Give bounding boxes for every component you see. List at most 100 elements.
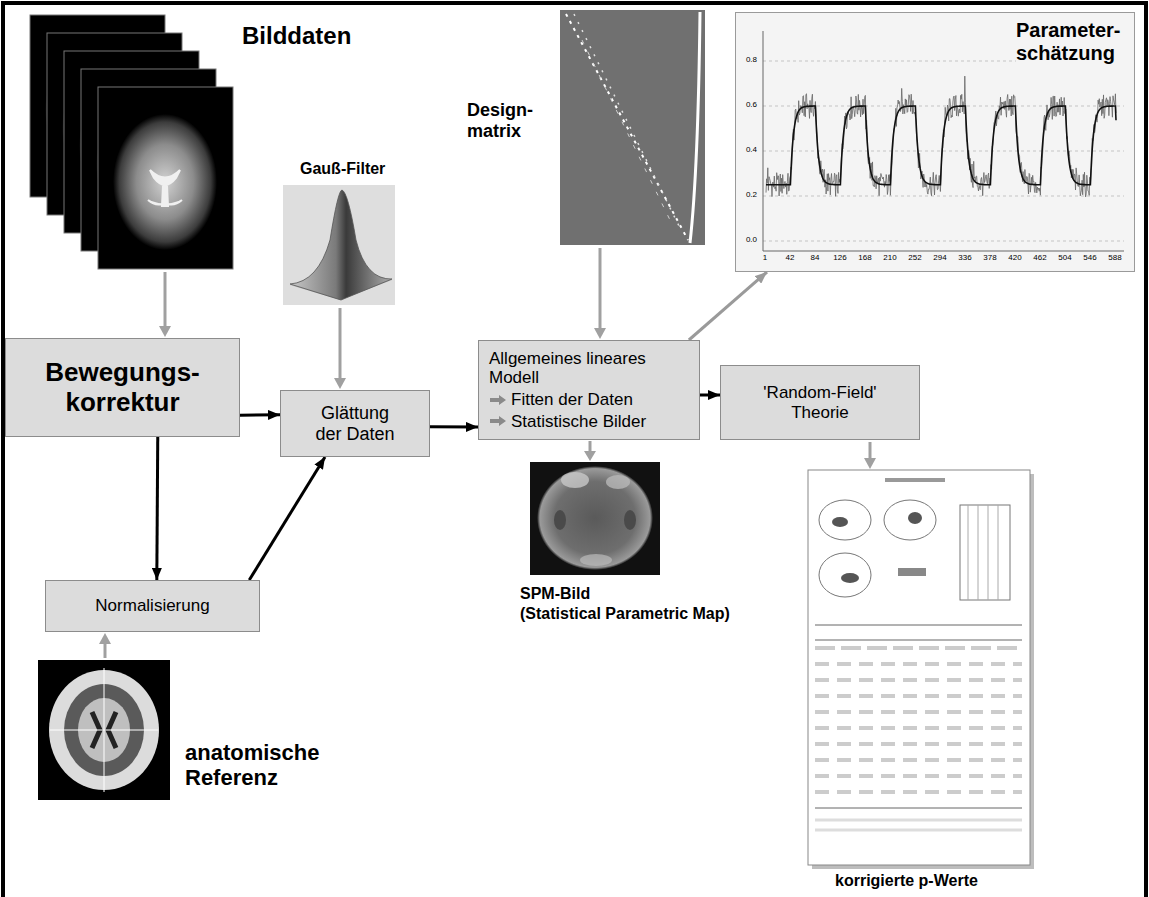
result-document-part xyxy=(815,646,1022,650)
gauss-filter-image-part xyxy=(290,190,392,300)
gray-arrow-part xyxy=(864,458,876,469)
result-document-part xyxy=(832,517,848,527)
image-stack xyxy=(30,15,233,269)
spm-image xyxy=(530,462,660,575)
flow-arrow xyxy=(249,457,325,580)
process-box: Normalisierung xyxy=(45,580,260,632)
flow-arrow xyxy=(689,272,767,340)
result-document-part xyxy=(815,625,1022,626)
result-document-part xyxy=(998,505,999,600)
axis-tick-label: 378 xyxy=(978,253,1002,262)
gray-arrow-part xyxy=(869,442,872,458)
flow-arrow xyxy=(155,437,159,580)
frame xyxy=(3,3,1146,897)
data-line xyxy=(766,76,1116,197)
image-caption: SPM-Bild xyxy=(520,585,590,603)
gray-arrow-part xyxy=(164,272,167,326)
bullet-row: Statistische Bilder xyxy=(489,412,646,432)
gray-arrow-part xyxy=(339,308,342,378)
arrow-bullet-shape xyxy=(490,395,506,405)
grid-line xyxy=(763,241,1124,242)
chart-panel: Parameter- schätzung xyxy=(735,12,1135,272)
axis-tick-label: 42 xyxy=(778,253,802,262)
image-caption: (Statistical Parametric Map) xyxy=(520,605,730,623)
result-document-part xyxy=(815,808,1022,809)
axis-line xyxy=(763,251,1124,252)
spm-image-part xyxy=(530,462,660,575)
result-document-part xyxy=(815,819,1022,822)
image-caption: Design- matrix xyxy=(467,100,547,141)
axis-tick-label: 1 xyxy=(753,253,777,262)
result-document-part xyxy=(815,758,1022,762)
grid-line xyxy=(763,106,1124,107)
gray-arrow xyxy=(99,633,111,658)
gray-arrow-part xyxy=(584,451,596,461)
process-box: Glättung der Daten xyxy=(280,390,430,457)
box-label: Bewegungs- korrektur xyxy=(16,358,229,418)
spm-image-part xyxy=(580,554,612,566)
spm-image-part xyxy=(561,472,589,488)
result-document-part xyxy=(841,573,859,583)
result-document-part xyxy=(819,500,871,540)
result-document-part xyxy=(815,726,1022,730)
design-matrix-image-part xyxy=(582,40,670,220)
spm-image-part xyxy=(554,510,566,530)
gauss-filter-image-part xyxy=(283,185,395,305)
gray-arrow xyxy=(159,272,171,337)
box-label: Normalisierung xyxy=(95,596,209,616)
process-box: Bewegungs- korrektur xyxy=(5,338,240,437)
design-matrix-image-part xyxy=(574,14,680,228)
result-document-part xyxy=(908,512,922,524)
grid-line xyxy=(763,196,1124,197)
axis-tick-label: 0.0 xyxy=(735,235,757,244)
result-document-part xyxy=(898,568,926,576)
result-document-part xyxy=(815,710,1022,714)
axis-tick-label: 546 xyxy=(1078,253,1102,262)
result-document-part xyxy=(884,500,936,540)
fit-line xyxy=(766,106,1116,185)
axis-tick-label: 0.6 xyxy=(735,100,757,109)
result-document-part xyxy=(815,774,1022,778)
image-caption: Bilddaten xyxy=(242,22,351,50)
axis-tick-label: 336 xyxy=(953,253,977,262)
spm-image-part xyxy=(624,510,636,530)
flow-arrow xyxy=(430,425,478,428)
result-document-part xyxy=(978,505,979,600)
box-heading: Allgemeines lineares Modell xyxy=(489,349,689,388)
result-document-part xyxy=(885,478,945,482)
anatomical-image xyxy=(38,660,170,800)
gray-arrow-part xyxy=(99,633,111,644)
result-document-part xyxy=(819,553,871,597)
flow-arrow xyxy=(240,413,280,416)
result-document-part xyxy=(988,505,989,600)
gray-arrow xyxy=(864,442,876,469)
bullet-text: Statistische Bilder xyxy=(511,412,646,432)
anatomical-image-part xyxy=(38,660,170,800)
arrow-bullet-shape xyxy=(490,416,506,426)
result-document-part xyxy=(815,694,1022,698)
gray-arrow-part xyxy=(104,644,107,658)
image-caption: Gauß-Filter xyxy=(300,160,385,178)
spm-image-part xyxy=(606,475,630,489)
axis-tick-label: 0.2 xyxy=(735,190,757,199)
gray-arrow-part xyxy=(334,378,346,389)
design-matrix-image-part xyxy=(690,12,700,243)
flow-arrow xyxy=(700,394,720,397)
axis-tick-label: 294 xyxy=(928,253,952,262)
gray-arrow xyxy=(594,248,606,339)
gray-arrow-part xyxy=(594,328,606,339)
result-document-part xyxy=(815,742,1022,746)
box-label: 'Random-Field' Theorie xyxy=(755,383,885,422)
result-document-part xyxy=(815,662,1022,666)
panel-title: Parameter- schätzung xyxy=(1016,19,1128,65)
image-stack-part xyxy=(98,87,233,269)
result-document-part xyxy=(808,470,1030,865)
axis-tick-label: 462 xyxy=(1028,253,1052,262)
bullet-row: Fitten der Daten xyxy=(489,390,633,410)
result-document xyxy=(808,470,1034,869)
axis-line xyxy=(763,31,764,251)
design-matrix-image-part xyxy=(560,10,705,245)
arrow-bullet xyxy=(489,415,507,427)
design-matrix-image-part xyxy=(566,14,688,240)
